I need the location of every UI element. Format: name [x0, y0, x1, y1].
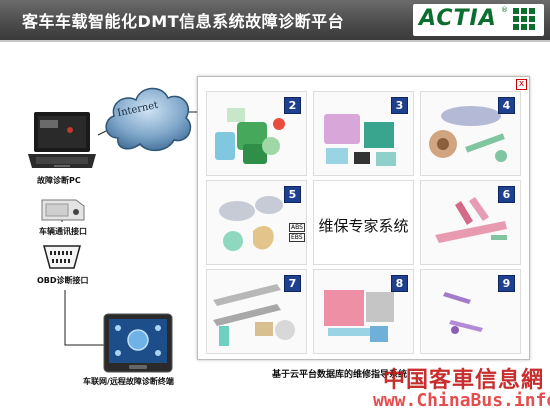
engine-parts-icon — [215, 108, 285, 164]
component-cell-3[interactable]: 3 — [313, 91, 414, 176]
cell-number: 8 — [391, 275, 408, 292]
terminal-caption: 车联网/远程故障诊断终端 — [83, 377, 174, 386]
internet-cloud-icon — [105, 87, 192, 152]
component-cell-9[interactable]: 9 — [420, 269, 521, 354]
electrical-box-icon — [324, 114, 396, 166]
logo-registered-mark: ® — [501, 6, 508, 14]
vehicle-interface-icon — [41, 199, 85, 221]
header-divider — [0, 40, 550, 42]
obd-connector-icon — [43, 245, 81, 269]
pc-caption: 故障诊断PC — [37, 176, 81, 185]
component-cell-5[interactable]: 5 ABS EBS — [206, 180, 307, 265]
chassis-frame-icon — [435, 197, 507, 243]
title-bar: 客车车载智能化DMT信息系统故障诊断平台 ACTIA ® — [0, 0, 550, 40]
cell-number: 7 — [284, 275, 301, 292]
component-cell-4[interactable]: 4 — [420, 91, 521, 176]
watermark-url: www.ChinaBus.info — [373, 390, 550, 411]
expert-system-cell[interactable]: 维保专家系统 — [313, 180, 414, 265]
abs-label: ABS — [289, 223, 305, 232]
cell-number: 9 — [498, 275, 515, 292]
logo-grid-icon — [513, 8, 535, 30]
ebs-label: EBS — [289, 233, 305, 242]
interface-caption: 车辆通讯接口 — [39, 227, 87, 236]
component-cell-2[interactable]: 2 — [206, 91, 307, 176]
logo-text: ACTIA — [419, 6, 497, 31]
cell-number: 6 — [498, 186, 515, 203]
pedal-parts-icon — [443, 292, 483, 334]
laptop-pc-icon — [28, 112, 96, 168]
maintenance-expert-panel: x 2 3 4 — [197, 76, 530, 360]
close-icon[interactable]: x — [516, 79, 527, 90]
page-title: 客车车载智能化DMT信息系统故障诊断平台 — [22, 12, 345, 31]
axle-parts-icon — [429, 106, 507, 162]
cell-number: 3 — [391, 97, 408, 114]
telematics-terminal-icon — [103, 313, 173, 373]
actia-logo: ACTIA ® — [413, 4, 544, 36]
body-structure-icon — [324, 290, 394, 342]
maintenance-guide-caption: 基于云平台数据库的维修指导系统 — [272, 370, 408, 380]
cell-number: 5 — [284, 186, 301, 203]
brake-parts-icon — [219, 196, 283, 251]
watermark-text: 中国客車信息網 — [383, 368, 545, 393]
component-cell-8[interactable]: 8 — [313, 269, 414, 354]
expert-system-title: 维保专家系统 — [318, 217, 409, 235]
obd-caption: OBD诊断接口 — [37, 276, 89, 285]
component-cell-7[interactable]: 7 — [206, 269, 307, 354]
cell-number: 4 — [498, 97, 515, 114]
component-cell-6[interactable]: 6 — [420, 180, 521, 265]
frame-rails-icon — [213, 284, 295, 346]
cell-number: 2 — [284, 97, 301, 114]
